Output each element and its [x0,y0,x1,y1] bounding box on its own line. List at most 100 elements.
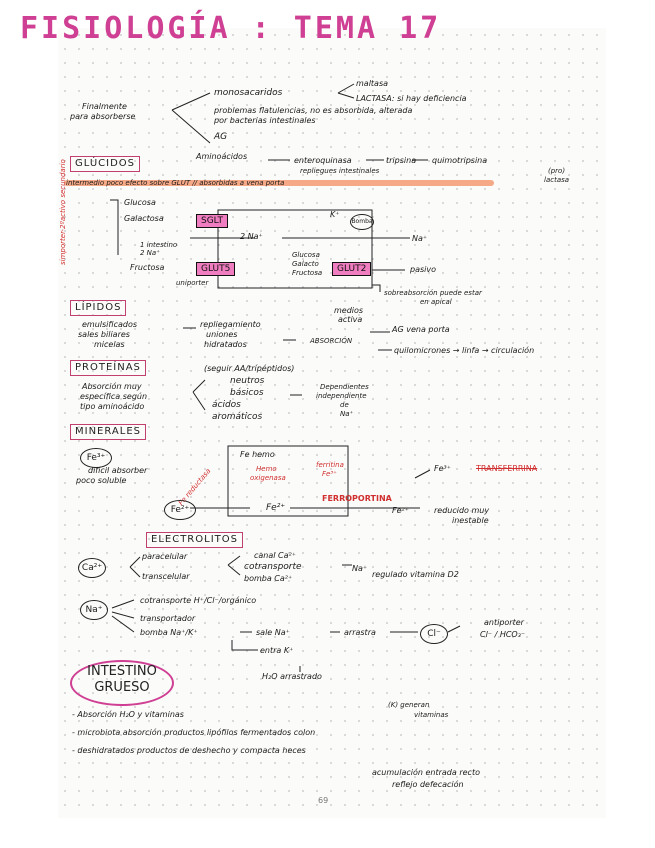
bomba-ca: bomba Ca²⁺ [244,574,293,583]
min-left-1: difícil absorber [88,466,148,475]
lip-col1-2: sales biliares [78,330,130,339]
glucosa: Glucosa [124,198,156,207]
cl-circle: Cl⁻ [420,624,448,644]
hemo-2: oxigenasa [250,474,286,482]
prot-left-2: específica según [80,392,148,401]
fe3-circle: Fe³⁺ [80,448,112,468]
hemo-1: Hemo [256,465,277,473]
minerales-header: MINERALES [70,424,146,440]
orange-highlight [64,180,494,186]
transferrina: TRANSFERRINA [476,464,538,473]
pro: (pro) [548,167,566,175]
dep-3: de [340,401,349,409]
ferritina-2: Fe³⁺ [322,470,337,478]
generan-2: vitaminas [414,711,449,719]
cotransporte: cotransporte [244,562,302,572]
neutros: neutros [230,376,265,386]
grueso-item-2: - microbiota absorción productos lipófil… [72,728,316,737]
page-title: FISIOLOGÍA : TEMA 17 [20,11,442,46]
ferritina-1: ferritina [316,461,344,469]
reducido-2: inestable [452,516,489,525]
regulado: regulado vitamina D2 [372,570,459,579]
reflejo: reflejo defecación [392,780,464,789]
sglt-box: SGLT [196,214,228,228]
basicos: básicos [230,388,264,398]
cl-hco3: Cl⁻ / HCO₃⁻ [480,630,526,639]
ag-vena: AG vena porta [392,325,450,334]
absorcion: ABSORCIÓN [310,337,353,345]
problemas-1: problemas flatulencias, no es absorbida,… [214,106,413,115]
maltasa: maltasa [356,79,389,88]
ferroportina: FERROPORTINA [322,494,392,503]
antiporter: antiporter [484,618,524,627]
glucidos-note: intermedio poco efecto sobre GLUT // abs… [66,179,285,187]
dep-2: independiente [316,392,367,400]
fe2-right: Fe²⁺ [392,506,409,515]
tripsina: tripsina [386,156,417,165]
acidos: ácidos [212,400,241,410]
h2o-arrastrado: H₂O arrastrado [262,672,322,681]
inner-glucosa: Glucosa [292,251,320,259]
fe2-inner: Fe²⁺ [266,503,286,513]
ag: AG [214,132,228,142]
lip-col2-3: hidratados [204,340,247,349]
k-label: K⁺ [330,210,340,219]
prot-left-3: tipo aminoácido [80,402,145,411]
aminoacidos: Aminoácidos [196,152,248,161]
enteroquinasa: enteroquinasa [294,156,352,165]
glut5-box: GLUT5 [196,262,236,276]
bomba-circle: Bomba [350,214,374,230]
lip-col1-3: micelas [94,340,125,349]
repliegues: repliegues intestinales [300,167,380,175]
min-left-2: poco soluble [76,476,127,485]
pro-lactasa: lactasa [544,176,570,184]
grueso-item-3: - deshidratados productos de deshecho y … [72,746,306,755]
quilo: quilomicrones → linfa → circulación [394,346,535,355]
fe-hemo: Fe hemo [240,450,275,459]
intro-left-2: para absorberse [70,112,136,121]
entra-k: entra K⁺ [260,646,294,655]
inner-fructosa: Fructosa [292,269,323,277]
intestino-grueso-oval: INTESTINO GRUESO [70,660,174,706]
na-label: 2 Na⁺ [240,232,263,241]
prot-left-1: Absorción muy [82,382,142,391]
na-right: Na⁺ [412,234,428,243]
pasivo: pasivo [410,265,436,274]
fe3-right: Fe³⁺ [434,464,451,473]
dep-4: Na⁺ [340,410,354,418]
intestino-2: 2 Na⁺ [140,249,160,257]
lip-col2-2: uniones [206,330,238,339]
lactasa: LACTASA: si hay deficiencia [356,94,467,103]
arrastra: arrastra [344,628,376,637]
paracelular: paracelular [142,552,188,561]
glut2-box: GLUT2 [332,262,372,276]
grueso-line-1: INTESTINO [87,664,157,679]
lipidos-header: LÍPIDOS [70,300,127,316]
problemas-2: por bacterias intestinales [214,116,316,125]
simporter-note: simporter-2ºactivo secundario [59,159,67,265]
monosacaridos: monosacaridos [214,88,283,98]
lip-col2-1: repliegamiento [200,320,261,329]
acumulacion: acumulación entrada recto [372,768,480,777]
page-number: 69 [318,796,329,805]
transcelular: transcelular [142,572,190,581]
sobre-1: sobreabsorción puede estar [384,289,482,297]
uniporter: uniporter [176,279,209,287]
cotransporte-2: cotransporte H⁺/Cl⁻/orgánico [140,596,257,605]
inner-galacto: Galacto [292,260,319,268]
galactosa: Galactosa [124,214,164,223]
aromaticos: aromáticos [212,412,263,422]
medios-2: activa [338,315,363,324]
glucidos-header: GLÚCIDOS [70,156,140,172]
transportador: transportador [140,614,196,623]
lip-col1-1: emulsificados [82,320,138,329]
intestino-1: 1 intestino [140,241,178,249]
fructosa: Fructosa [130,263,165,272]
intro-left-1: Finalmente [82,102,127,111]
reducido-1: reducido muy [434,506,490,515]
sobre-2: en apical [420,298,452,306]
sale-na: sale Na⁺ [256,628,290,637]
medios-1: medios [334,306,364,315]
quimotripsina: quimotripsina [432,156,488,165]
